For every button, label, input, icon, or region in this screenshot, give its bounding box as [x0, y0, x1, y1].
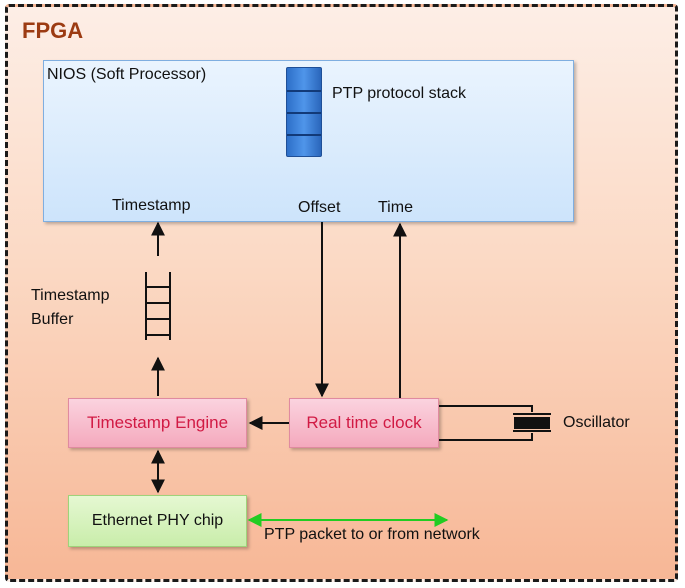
real-time-clock-box: Real time clock: [289, 398, 439, 448]
ethernet-phy-box: Ethernet PHY chip: [68, 495, 247, 547]
oscillator-icon: [439, 405, 551, 441]
timestamp-engine-box: Timestamp Engine: [68, 398, 247, 448]
nios-offset-label: Offset: [298, 199, 341, 216]
ptp-stack-label: PTP protocol stack: [332, 85, 466, 102]
nios-time-label: Time: [378, 199, 413, 216]
buffer-label-line1: Timestamp: [31, 287, 110, 304]
ptp-stack-icon: [286, 67, 322, 157]
oscillator-label: Oscillator: [563, 414, 630, 431]
fpga-title: FPGA: [22, 18, 84, 43]
buffer-label-line2: Buffer: [31, 311, 74, 328]
network-link-label: PTP packet to or from network: [264, 526, 480, 543]
timestamp-buffer-icon: [145, 272, 171, 340]
nios-timestamp-label: Timestamp: [112, 197, 191, 214]
nios-title: NIOS (Soft Processor): [47, 66, 207, 83]
